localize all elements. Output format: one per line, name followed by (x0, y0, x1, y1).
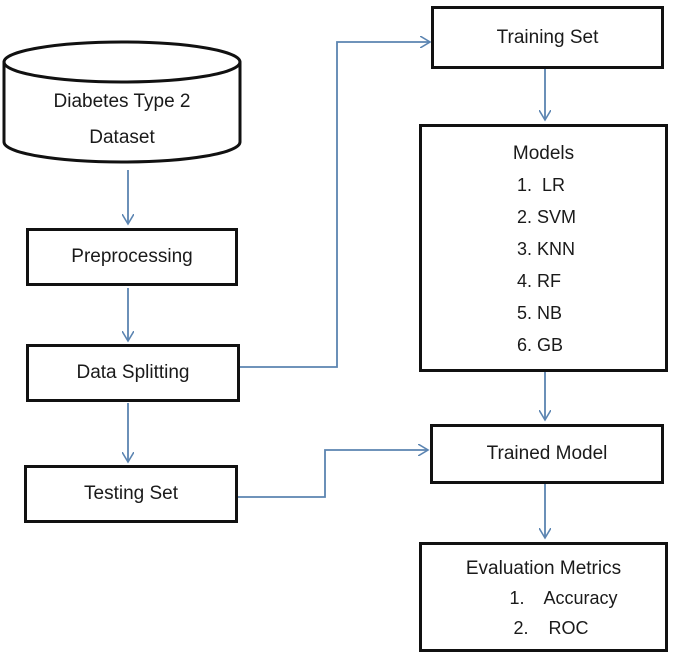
evaluation-list: 1. Accuracy 2. ROC (509, 583, 617, 643)
dataset-label-line2: Dataset (89, 127, 155, 148)
model-item: 3. KNN (516, 239, 576, 259)
arrow-testing-to-trained (236, 450, 428, 498)
training-set-node: Training Set (431, 6, 664, 69)
preprocessing-node: Preprocessing (26, 228, 238, 286)
evaluation-title: Evaluation Metrics (465, 558, 622, 579)
preprocessing-label: Preprocessing (71, 246, 193, 267)
dataset-node: Diabetes Type 2 Dataset (4, 84, 240, 156)
data-splitting-node: Data Splitting (26, 344, 240, 402)
evaluation-metrics-node: Evaluation Metrics 1. Accuracy 2. ROC (419, 542, 668, 652)
testing-set-label: Testing Set (84, 483, 178, 504)
models-list: 1. LR 2. SVM 3. KNN 4. RF 5. NB 6. GB (517, 169, 576, 361)
model-item: 5. NB (516, 303, 563, 323)
model-item: 6. GB (516, 335, 564, 355)
metric-item: 1. Accuracy (509, 588, 618, 608)
arrow-splitting-to-training (240, 42, 430, 368)
model-item: 4. RF (516, 271, 561, 291)
data-splitting-label: Data Splitting (76, 362, 190, 383)
model-item: 2. SVM (516, 207, 577, 227)
models-title: Models (512, 143, 575, 164)
models-node: Models 1. LR 2. SVM 3. KNN 4. RF 5. NB 6… (419, 124, 668, 372)
dataset-label-line1: Diabetes Type 2 (53, 91, 191, 112)
metric-item: 2. ROC (513, 618, 589, 638)
model-item: 1. LR (516, 175, 566, 195)
training-set-label: Training Set (496, 26, 599, 48)
testing-set-node: Testing Set (24, 465, 238, 523)
trained-model-label: Trained Model (486, 443, 608, 464)
database-cylinder-icon (2, 40, 242, 164)
trained-model-node: Trained Model (430, 424, 664, 484)
